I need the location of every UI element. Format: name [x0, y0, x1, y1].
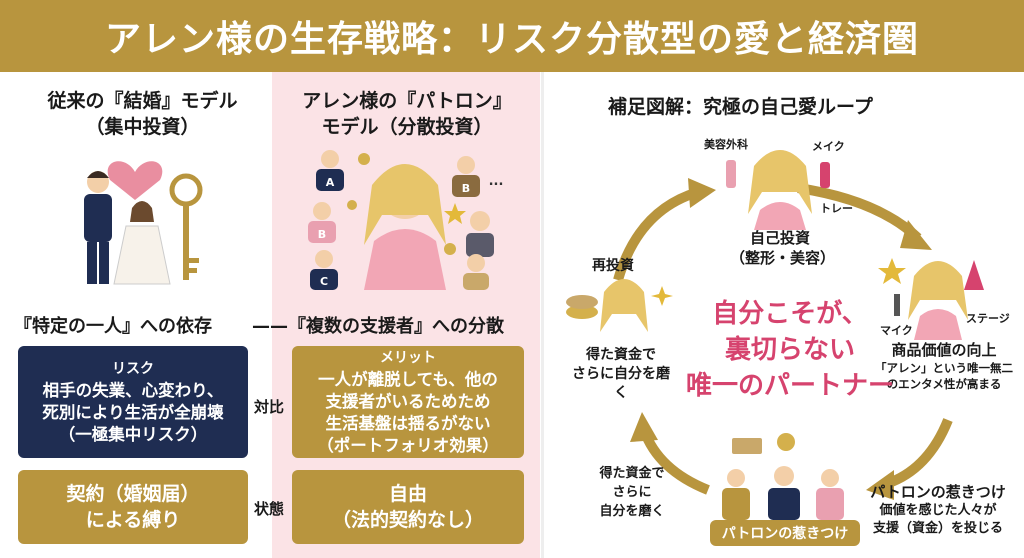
merit-line2: 支援者がいるためため — [325, 392, 491, 411]
risk-heading: リスク — [112, 361, 154, 377]
mic-icon — [894, 294, 900, 316]
patron-network-illustration: A B C B ... — [308, 150, 503, 290]
elder-patron-2 — [463, 254, 489, 290]
elder-patron — [466, 211, 494, 257]
patron-model-title: アレン様の『パトロン』 モデル（分散投資） — [282, 88, 532, 140]
state-label: 状態 — [254, 500, 285, 518]
patron-b-right: B ... — [452, 156, 503, 197]
self-investment-line2: （整形・美容） — [730, 249, 836, 267]
coin-stack-icon — [777, 433, 795, 451]
patron-attract-title: パトロンの惹きつけ — [870, 483, 1006, 501]
value-up-block: 商品価値の向上 「アレン」という唯一無二 のエンタメ性が高まる — [866, 340, 1022, 392]
merit-line1: 一人が離脱しても、他の — [318, 370, 498, 389]
marriage-title-line2: （集中投資） — [85, 116, 200, 138]
arrow-bottom-right — [884, 418, 953, 489]
single-dependency-label: 『特定の一人』への依存 — [14, 316, 212, 337]
surgery-icon — [726, 160, 736, 188]
center-line1: 自分こそが、 — [712, 299, 868, 329]
patron-crowd-illustration — [722, 433, 844, 520]
patron-attract-line2: 支援（資金）を投じる — [872, 521, 1003, 536]
reinvest-block: 得た資金で さらに自分を磨く — [566, 346, 676, 403]
title-banner: アレン様の生存戦略：リスク分散型の愛と経済圏 — [0, 0, 1024, 72]
star-icon-right — [878, 258, 906, 284]
coin-icon-3 — [444, 243, 456, 255]
contract-line2: による縛り — [85, 509, 181, 531]
bottom-left-note: 得た資金で さらに 自分を磨く — [582, 464, 682, 521]
page-title: アレン様の生存戦略：リスク分散型の愛と経済圏 — [104, 18, 919, 60]
patron-attract-badge: パトロンの惹きつけ — [710, 520, 860, 546]
makeup-icon — [820, 162, 830, 188]
reinvest-line1: 得た資金で — [586, 347, 656, 363]
merit-box: メリット 一人が離脱しても、他の 支援者がいるためため 生活基盤は揺るがない （… — [292, 346, 524, 458]
patron-letter-b1: B — [318, 228, 326, 241]
merit-line3: 生活基盤は揺るがない — [325, 414, 491, 433]
center-message: 自分こそが、 裏切らない 唯一のパートナー — [680, 296, 900, 404]
patron-title-line2: モデル（分散投資） — [321, 116, 493, 138]
key-icon — [169, 173, 203, 280]
coin-icon-2 — [347, 200, 357, 210]
patron-attract-block: パトロンの惹きつけ 価値を感じた人々が 支援（資金）を投じる — [858, 482, 1018, 538]
multi-dependency-text: 『複数の支援者』への分散 — [288, 316, 504, 337]
patron-letter-c: C — [320, 275, 328, 288]
center-line2: 裏切らない — [724, 335, 855, 365]
coin-stack-icon-left — [566, 305, 598, 319]
risk-line1: 相手の失業、心変わり、 — [42, 381, 224, 400]
tag-stage: ステージ — [966, 312, 1010, 325]
tag-training: トレー — [820, 202, 853, 215]
freedom-box: 自由 （法的契約なし） — [292, 470, 524, 544]
value-up-line1: 「アレン」という唯一無二 — [875, 361, 1013, 375]
dash-separator: —— — [252, 316, 288, 337]
bottom-left-line3: 自分を磨く — [599, 504, 665, 519]
star-icon — [444, 203, 466, 224]
freedom-line1: 自由 — [388, 483, 427, 505]
patron-c: C — [310, 250, 338, 290]
patron-title-line1: アレン様の『パトロン』 — [302, 90, 512, 112]
patron-ellipsis: ... — [489, 174, 504, 189]
self-investment-label: 自己投資 （整形・美容） — [730, 228, 836, 268]
bottom-left-line1: 得た資金で — [599, 466, 665, 481]
marriage-model-title: 従来の『結婚』モデル （集中投資） — [20, 88, 265, 140]
multi-dependency-label: ——『複数の支援者』への分散 — [252, 312, 504, 338]
compare-label: 対比 — [254, 398, 285, 416]
bottom-left-line2: さらに — [612, 485, 652, 500]
wedding-couple-illustration — [84, 161, 203, 285]
patron-attract-line1: 価値を感じた人々が — [879, 503, 997, 518]
tag-makeup: メイク — [812, 140, 845, 153]
stage-icon — [964, 260, 984, 290]
stage-illustration — [878, 258, 984, 340]
patron-b-left: B — [308, 202, 336, 243]
tag-surgery: 美容外科 — [704, 138, 748, 151]
loop-title: 補足図解：究極の自己愛ループ — [608, 96, 873, 118]
contract-box: 契約（婚姻届） による縛り — [18, 470, 248, 544]
value-up-title: 商品価値の向上 — [891, 341, 997, 359]
value-up-line2: のエンタメ性が高まる — [886, 377, 1002, 391]
merit-line4: （ポートフォリオ効果） — [317, 436, 499, 455]
heart-icon — [107, 161, 163, 200]
risk-box: リスク 相手の失業、心変わり、 死別により生活が全崩壊 （一極集中リスク） — [18, 346, 248, 458]
reinvest-illustration — [566, 279, 673, 332]
reinvest-title: 再投資 — [592, 258, 634, 274]
loop-arrows — [613, 178, 953, 500]
risk-line2: 死別により生活が全崩壊 — [42, 403, 224, 422]
patron-letter-a: A — [326, 176, 335, 189]
contract-line1: 契約（婚姻届） — [66, 483, 200, 505]
section-divider — [541, 72, 544, 558]
marriage-title-line1: 従来の『結婚』モデル — [47, 90, 238, 112]
center-line3: 唯一のパートナー — [685, 371, 894, 401]
tag-mic: マイク — [880, 324, 913, 337]
banknote-icon — [732, 438, 762, 454]
sparkle-icon — [651, 286, 673, 306]
merit-heading: メリット — [380, 350, 436, 366]
coin-icon — [358, 153, 370, 165]
arrow-top-left — [613, 187, 700, 282]
patron-a: A — [316, 150, 344, 191]
self-investment-illustration — [726, 150, 830, 230]
reinvest-line2: さらに自分を磨く — [572, 366, 670, 401]
self-investment-line1: 自己投資 — [749, 229, 810, 247]
patron-letter-b2: B — [462, 182, 470, 195]
risk-line3: （一極集中リスク） — [58, 425, 208, 444]
freedom-line2: （法的契約なし） — [331, 509, 484, 531]
